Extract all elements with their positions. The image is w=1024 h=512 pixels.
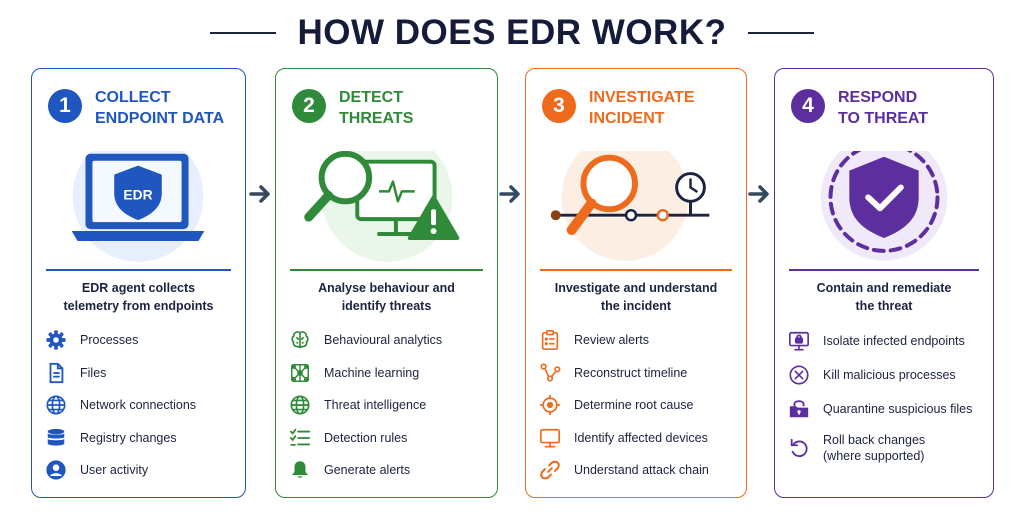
capability-list: Behavioural analytics Machine learning T… [288,324,491,487]
step-number-badge: 1 [48,89,82,123]
list-item: Network connections [44,389,239,422]
step-card-respond: 4 RESPOND TO THREAT Contain and remediat… [774,68,994,498]
list-item: User activity [44,454,239,487]
target-icon [538,393,562,417]
list-item: Detection rules [288,422,491,455]
list-item: Behavioural analytics [288,324,491,357]
lock-monitor-icon [787,329,811,353]
user-icon [44,458,68,482]
lock-folder-icon [787,397,811,421]
list-item: Identify affected devices [538,422,740,455]
list-item: Machine learning [288,357,491,390]
list-item: Quarantine suspicious files [787,392,987,426]
step-number-badge: 2 [292,89,326,123]
file-icon [44,361,68,385]
page-title: HOW DOES EDR WORK? [297,13,727,52]
magnifier-timeline-illustration [550,151,710,261]
route-icon [538,361,562,385]
divider [540,269,732,271]
step-number-badge: 3 [542,89,576,123]
network-icon [288,361,312,385]
step-number-badge: 4 [791,89,825,123]
step-card-investigate: 3 INVESTIGATE INCIDENT Investigate and u… [525,68,747,498]
capability-list: Isolate infected endpoints Kill maliciou… [787,324,987,470]
step-title: RESPOND TO THREAT [838,89,929,127]
arrow-right-icon [249,185,270,203]
checklist-icon [288,426,312,450]
step-description: EDR agent collects telemetry from endpoi… [63,281,214,313]
step-header: 3 INVESTIGATE INCIDENT [542,87,739,129]
capability-list: Processes Files Network connections Regi… [44,324,239,487]
laptop-shield-illustration: EDR [71,151,205,262]
gear-icon [44,328,68,352]
list-item: Threat intelligence [288,389,491,422]
clipboard-icon [538,328,562,352]
globe-icon [44,393,68,417]
title-line-right [748,32,815,34]
link-icon [538,458,562,482]
bell-icon [288,458,312,482]
step-header: 4 RESPOND TO THREAT [791,87,988,129]
step-title: INVESTIGATE INCIDENT [589,89,695,127]
step-title: COLLECT ENDPOINT DATA [95,89,225,127]
list-item: Understand attack chain [538,454,740,487]
brain-icon [288,328,312,352]
list-item: Files [44,357,239,390]
list-item: Processes [44,324,239,357]
step-title: DETECT THREATS [339,89,414,127]
edr-badge-text: EDR [123,186,152,202]
step-card-collect: 1 COLLECT ENDPOINT DATA EDR EDR agent co… [31,68,246,498]
arrow-right-icon [499,185,520,203]
capability-list: Review alerts Reconstruct timeline Deter… [538,324,740,487]
globe-icon [288,393,312,417]
list-item: Generate alerts [288,454,491,487]
list-item: Review alerts [538,324,740,357]
undo-icon [787,436,811,460]
database-icon [44,426,68,450]
step-description: Contain and remediate the threat [816,281,952,313]
shield-check-illustration [820,151,948,261]
step-header: 1 COLLECT ENDPOINT DATA [48,87,245,129]
step-header: 2 DETECT THREATS [292,87,489,129]
list-item: Kill malicious processes [787,358,987,392]
list-item: Isolate infected endpoints [787,324,987,358]
monitor-icon [538,426,562,450]
divider [290,269,483,271]
step-description: Analyse behaviour and identify threats [318,281,455,313]
magnifier-monitor-alert-illustration [304,151,460,262]
step-description: Investigate and understand the incident [554,281,718,313]
list-item: Registry changes [44,422,239,455]
x-circle-icon [787,363,811,387]
list-item-label: Roll back changes (where supported) [823,433,926,463]
list-item: Roll back changes (where supported) [787,426,987,470]
step-card-detect: 2 DETECT THREATS Analyse behaviour and i… [275,68,498,498]
divider [46,269,231,271]
list-item: Reconstruct timeline [538,357,740,390]
title-row: HOW DOES EDR WORK? [0,8,1024,58]
arrow-right-icon [748,185,769,203]
title-line-left [209,32,276,34]
divider [789,269,979,271]
list-item: Determine root cause [538,389,740,422]
